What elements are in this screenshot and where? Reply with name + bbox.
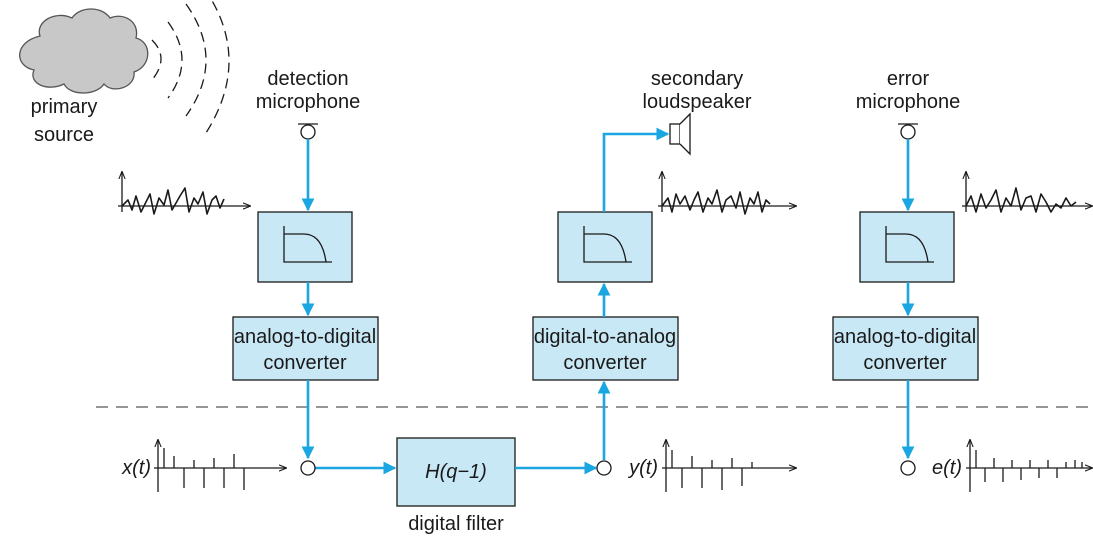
primary-source-label-line2: source (34, 124, 94, 146)
primary-source-label-line1: primary (31, 96, 98, 118)
filter-block-right (859, 211, 955, 283)
adc-left-block: analog-to-digital converter (232, 316, 379, 381)
loudspeaker-icon (669, 112, 691, 156)
discrete-plot-y (662, 440, 796, 492)
digital-filter-block: H(q−1) (396, 437, 516, 507)
low-pass-filter-icon (885, 226, 934, 263)
discrete-plot-x (154, 440, 286, 492)
e-signal-label: e(t) (932, 457, 962, 479)
x-signal-label: x(t) (121, 457, 151, 479)
adc-left-label-line2: converter (263, 352, 347, 374)
adc-right-block: analog-to-digital converter (832, 316, 979, 381)
filter-block-mid (557, 211, 653, 283)
e-node (900, 460, 916, 476)
noise-plot-speaker (658, 172, 796, 215)
filter-block-left (257, 211, 353, 283)
low-pass-filter-icon (283, 226, 332, 263)
adc-left-label-line1: analog-to-digital (234, 326, 376, 348)
digital-filter-transfer-label: H(q−1) (425, 461, 487, 483)
dac-block: digital-to-analog converter (532, 316, 679, 381)
x-node (300, 460, 316, 476)
secondary-speaker-label-line1: secondary (651, 68, 743, 90)
y-node (596, 460, 612, 476)
detection-mic-label-line2: microphone (256, 91, 361, 113)
error-mic-label-line2: microphone (856, 91, 961, 113)
adc-right-label-line1: analog-to-digital (834, 326, 976, 348)
adc-right-label-line2: converter (863, 352, 947, 374)
noise-plot-error (962, 172, 1092, 213)
secondary-speaker-label-line2: loudspeaker (643, 91, 752, 113)
y-signal-label: y(t) (627, 457, 658, 479)
dac-label-line1: digital-to-analog (534, 326, 676, 348)
digital-filter-caption: digital filter (408, 513, 504, 535)
noise-plot-detection (118, 172, 250, 215)
discrete-plot-e (966, 440, 1092, 492)
microphone-icon (298, 123, 318, 140)
detection-mic-label-line1: detection (267, 68, 348, 90)
error-mic-label-line1: error (887, 68, 930, 90)
sound-wave-icon (151, 0, 230, 137)
cloud-icon (19, 8, 149, 94)
signal-wires (301, 127, 915, 475)
dac-label-line2: converter (563, 352, 647, 374)
low-pass-filter-icon (583, 226, 632, 263)
microphone-icon (898, 123, 918, 140)
